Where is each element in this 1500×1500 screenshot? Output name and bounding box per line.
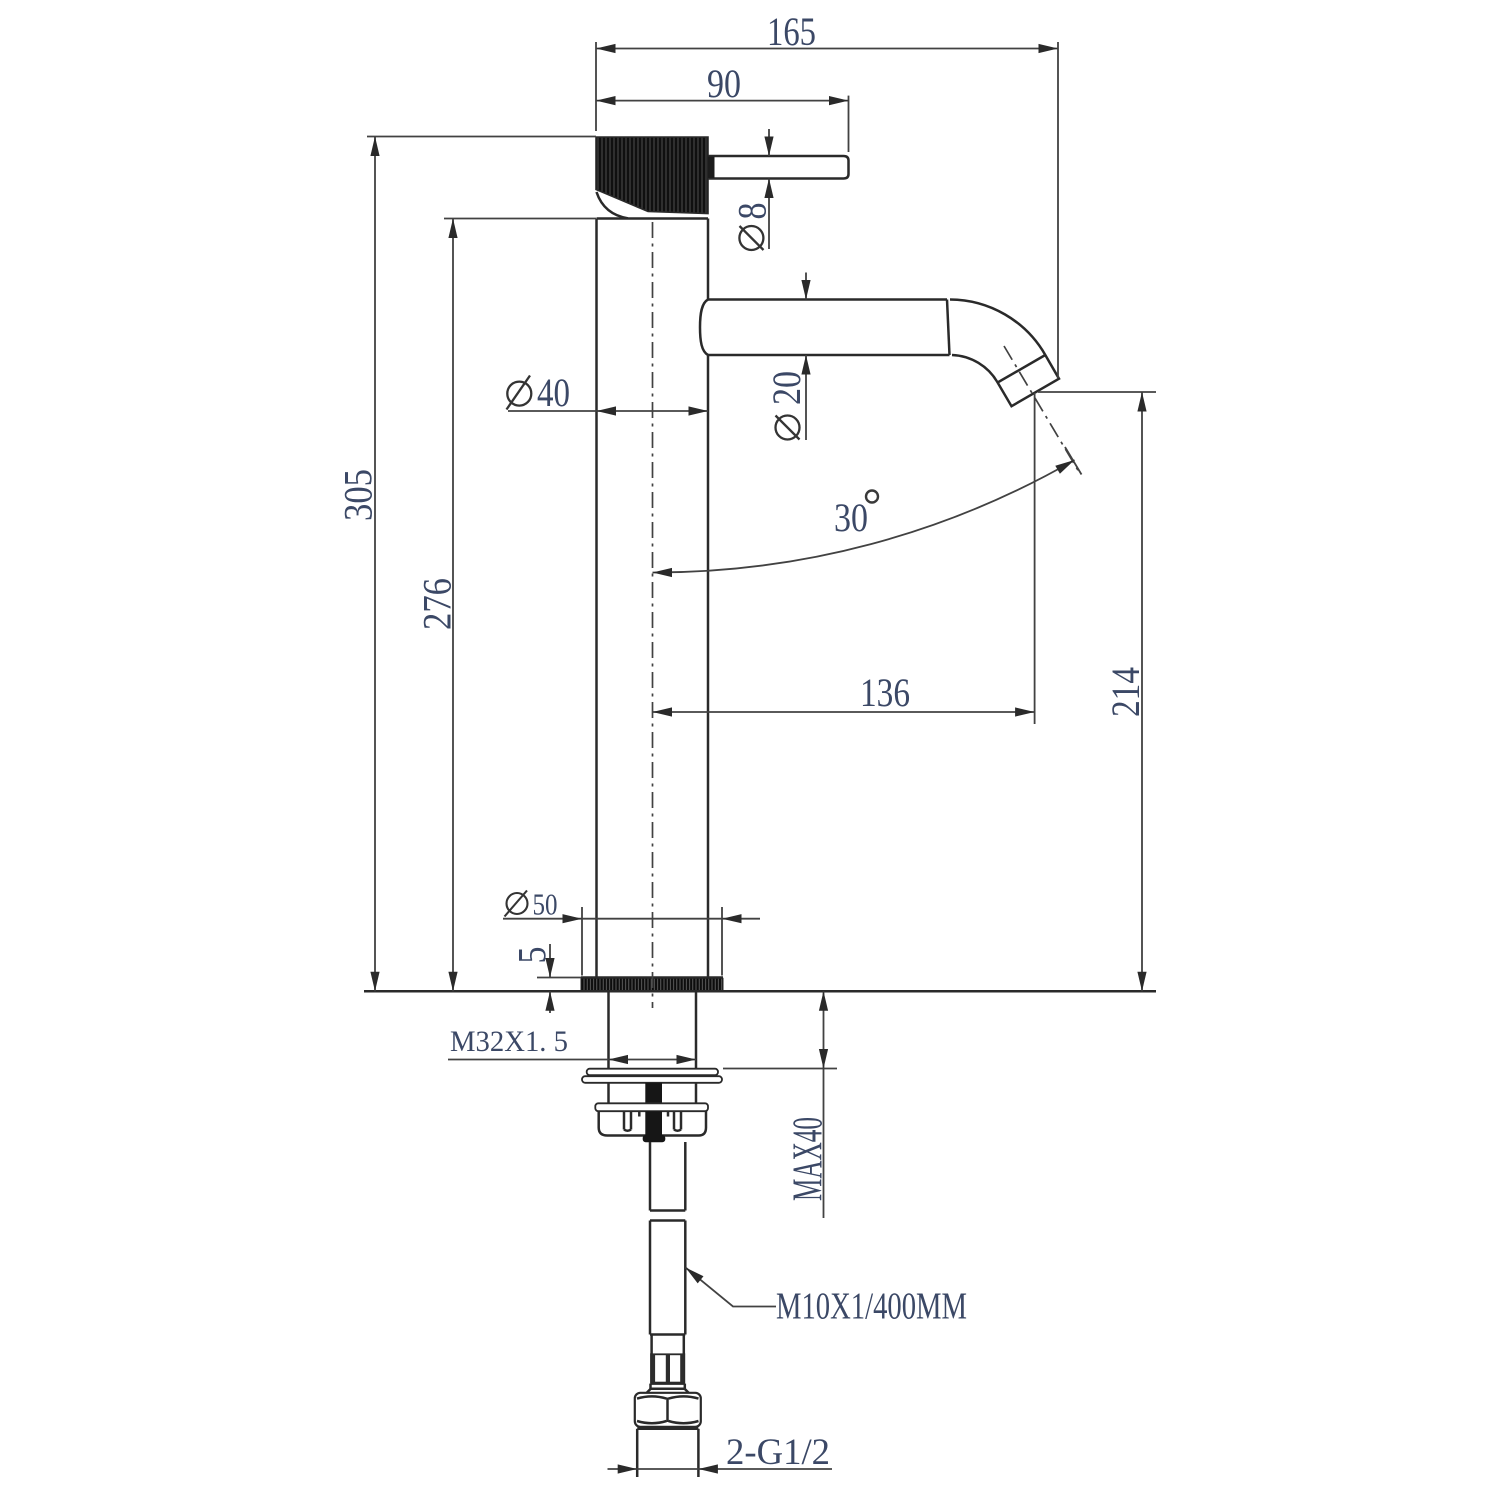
svg-text:50: 50	[533, 887, 558, 922]
svg-text:M10X1/400MM: M10X1/400MM	[776, 1286, 967, 1328]
svg-text:2-G1/2: 2-G1/2	[726, 1432, 830, 1473]
svg-text:M32X1. 5: M32X1. 5	[450, 1025, 568, 1058]
svg-text:214: 214	[1103, 667, 1148, 717]
svg-text:276: 276	[415, 578, 460, 630]
svg-text:40: 40	[537, 370, 570, 415]
svg-text:305: 305	[336, 469, 381, 521]
svg-text:8: 8	[730, 203, 775, 220]
svg-text:165: 165	[767, 9, 816, 54]
svg-text:20: 20	[764, 371, 809, 405]
svg-text:136: 136	[860, 670, 910, 715]
svg-text:90: 90	[707, 61, 741, 106]
svg-text:MAX40: MAX40	[786, 1117, 832, 1201]
svg-text:5: 5	[510, 947, 555, 964]
svg-text:30: 30	[834, 495, 868, 540]
